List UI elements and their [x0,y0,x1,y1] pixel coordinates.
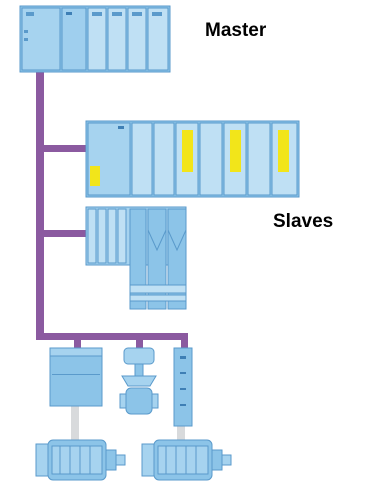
plc-master-rack-icon [19,5,171,73]
motor-icon [141,439,232,481]
slaves-label: Slaves [273,211,334,232]
motor-starter-icon [173,347,193,427]
fieldbus [36,70,188,348]
motor-icon [35,439,126,481]
frequency-converter-icon [49,347,103,407]
master-label: Master [205,20,267,41]
drive-slave-rack-icon [85,206,187,310]
valve-actuator-icon [119,347,159,415]
io-slave-rack-icon [85,120,300,198]
motor-cables [71,405,185,447]
